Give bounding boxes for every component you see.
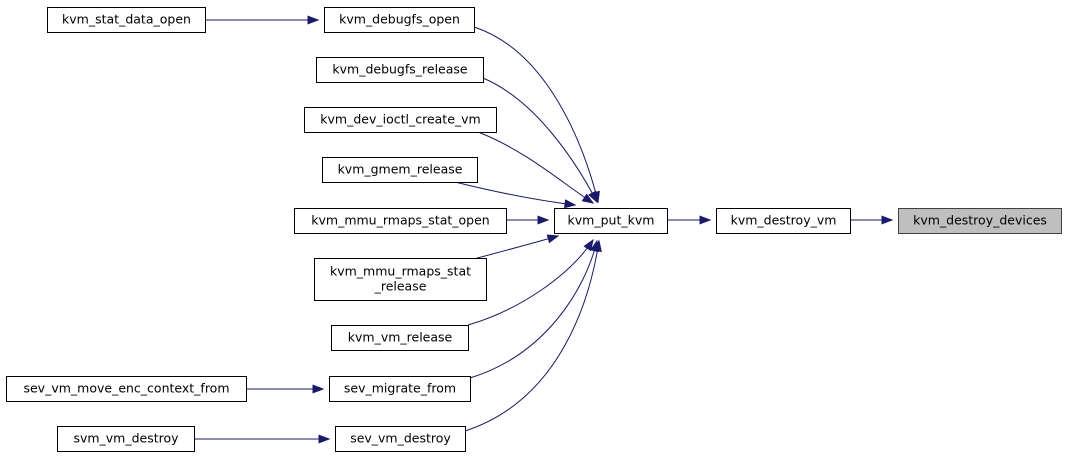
node-box [329,376,471,402]
nodes: kvm_stat_data_open kvm_debugfs_open kvm_de… [6,7,1062,452]
node-kvm-debugfs-release[interactable]: kvm_debugfs_release [316,57,484,83]
edges [194,15,894,444]
node-kvm-dev-ioctl-create-vm[interactable]: kvm_dev_ioctl_create_vm [304,107,497,133]
node-label: kvm_destroy_devices [913,213,1047,228]
edge-kvm_stat_data_open-to-kvm_debugfs_open [205,15,320,25]
node-sev-vm-move-enc-context-from[interactable]: sev_vm_move_enc_context_from [6,376,247,402]
node-label: kvm_debugfs_release [332,62,468,77]
node-box [6,376,247,402]
edge-kvm_destroy_vm-to-kvm_destroy_devices [850,215,894,225]
node-box [324,7,475,33]
node-box [304,107,497,133]
node-kvm-stat-data-open[interactable]: kvm_stat_data_open [47,7,206,33]
arrow-head [881,215,894,225]
arrow-head [581,193,595,204]
arrow-head [546,234,560,244]
edge-sev_migrate_from-to-kvm_put_kvm [469,239,599,379]
edge-kvm_dev_ioctl_create_vm-to-kvm_put_kvm [477,131,595,204]
node-box [322,157,478,183]
edge-kvm_put_kvm-to-kvm_destroy_vm [667,215,712,225]
node-label: _release [374,279,427,294]
edge-kvm_vm_release-to-kvm_put_kvm [467,238,594,326]
node-label: sev_migrate_from [344,381,456,396]
node-label: kvm_destroy_vm [731,213,837,228]
edge-kvm_debugfs_release-to-kvm_put_kvm [482,77,598,204]
node-box [716,208,851,234]
node-box [57,426,195,452]
node-kvm-mmu-rmaps-stat-release[interactable]: kvm_mmu_rmaps_stat_release [314,258,487,301]
node-svm-vm-destroy[interactable]: svm_vm_destroy [57,426,195,452]
node-box [335,426,466,452]
node-label: sev_vm_destroy [350,431,451,446]
node-kvm-mmu-rmaps-stat-open[interactable]: kvm_mmu_rmaps_stat_open [294,208,507,234]
edge-kvm_gmem_release-to-kvm_put_kvm [454,181,577,209]
node-label: kvm_dev_ioctl_create_vm [320,112,480,127]
node-sev-migrate-from[interactable]: sev_migrate_from [329,376,471,402]
node-kvm-destroy-vm[interactable]: kvm_destroy_vm [716,208,851,234]
node-kvm-debugfs-open[interactable]: kvm_debugfs_open [324,7,475,33]
arrow-head [307,15,320,25]
edge-kvm_mmu_rmaps_stat_release-to-kvm_put_kvm [469,234,560,261]
node-box [331,325,469,351]
edge-svm_vm_destroy-to-sev_vm_destroy [194,434,331,444]
node-box [898,208,1062,234]
node-label: sev_vm_move_enc_context_from [23,381,229,396]
node-label: svm_vm_destroy [73,431,179,446]
node-kvm-gmem-release[interactable]: kvm_gmem_release [322,157,478,183]
node-label: kvm_mmu_rmaps_stat [330,264,471,279]
edge-sev_vm_move_enc_context_from-to-sev_migrate_from [246,384,325,394]
arrow-head [583,238,594,252]
node-label: kvm_mmu_rmaps_stat_open [311,213,489,228]
node-kvm-put-kvm[interactable]: kvm_put_kvm [554,208,668,234]
node-box [47,7,206,33]
node-kvm-vm-release[interactable]: kvm_vm_release [331,325,469,351]
arrow-head [537,215,550,225]
node-label: kvm_stat_data_open [62,12,191,27]
arrow-head [312,384,325,394]
node-box [314,258,487,301]
node-label: kvm_put_kvm [568,213,655,228]
node-box [316,57,484,83]
edge-kvm_mmu_rmaps_stat_open-to-kvm_put_kvm [506,215,550,225]
node-box [554,208,668,234]
node-label: kvm_gmem_release [338,162,463,177]
node-box [294,208,507,234]
node-kvm-destroy-devices[interactable]: kvm_destroy_devices [898,208,1062,234]
node-label: kvm_debugfs_open [339,12,460,27]
arrow-head [318,434,331,444]
arrow-head [588,190,598,204]
node-label: kvm_vm_release [348,330,453,345]
node-sev-vm-destroy[interactable]: sev_vm_destroy [335,426,466,452]
arrow-head [564,199,577,209]
arrow-head [699,215,712,225]
edge-sev_vm_destroy-to-kvm_put_kvm [464,239,602,432]
arrow-head [592,239,602,253]
